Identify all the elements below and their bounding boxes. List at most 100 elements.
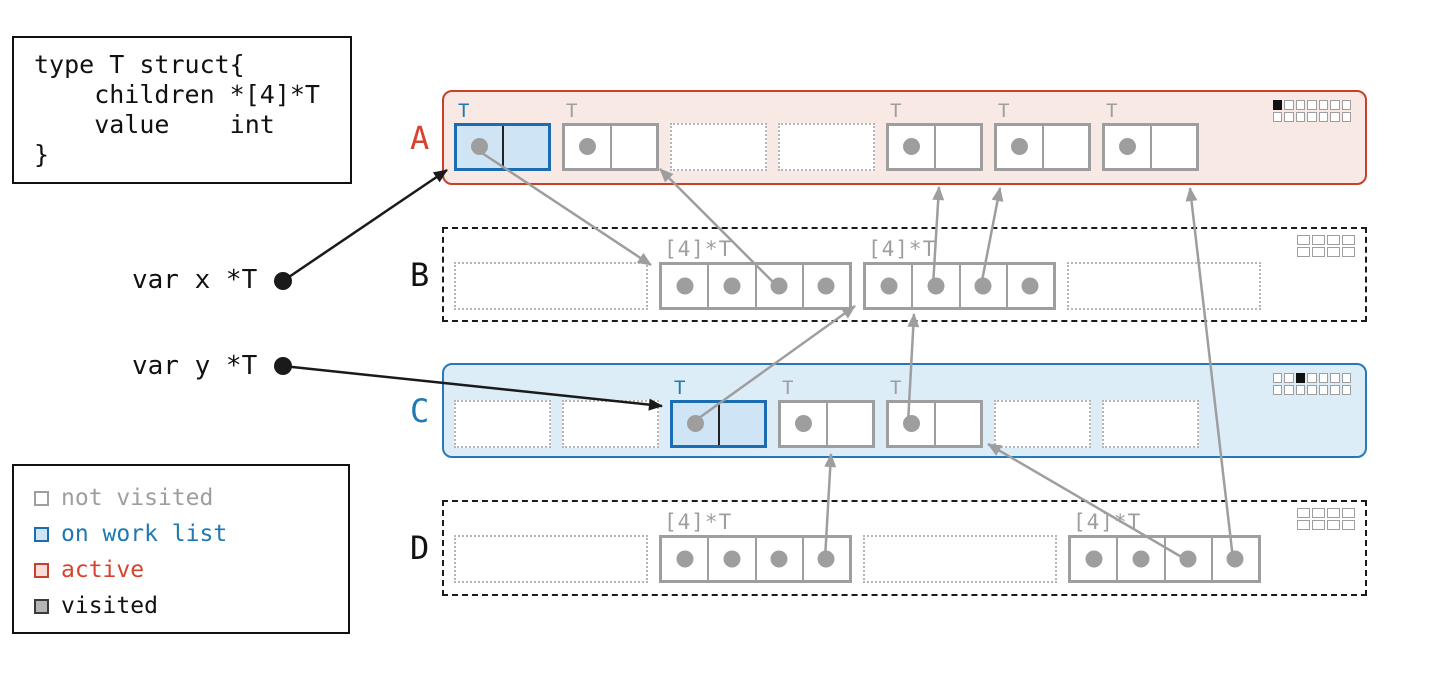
bitmap-cell <box>1330 112 1340 122</box>
array-cell <box>804 538 849 580</box>
variable-pointer-dot <box>274 357 292 375</box>
t-struct-box: T <box>778 377 875 448</box>
free-slot <box>454 535 648 583</box>
free-slot <box>863 535 1057 583</box>
children-pointer-dot <box>579 138 596 155</box>
array-cell <box>709 538 757 580</box>
bitmap-cell <box>1330 100 1340 110</box>
variable-pointer-dot <box>274 272 292 290</box>
free-slot <box>454 262 648 310</box>
array-cell <box>1008 265 1053 307</box>
t-struct-type-label: T <box>890 377 903 399</box>
t-struct-box: T <box>562 100 659 171</box>
memory-row-B: B [4]*T [4]*T <box>410 227 1367 322</box>
t-struct-type-label: T <box>782 377 795 399</box>
array-cell <box>709 265 757 307</box>
active-swatch-icon <box>34 562 49 578</box>
bitmap-cell <box>1341 100 1351 110</box>
legend-item-active: active <box>34 552 348 588</box>
t-struct-type-label: T <box>998 100 1011 122</box>
legend-label: visited <box>61 593 158 619</box>
array-cell <box>662 538 710 580</box>
bitmap-cell <box>1272 373 1282 383</box>
bitmap-cell <box>1342 520 1355 530</box>
array-type-label: [4]*T <box>664 510 733 534</box>
row-label-C: C <box>410 391 430 430</box>
field-divider <box>825 403 828 445</box>
t-struct-box: T <box>454 100 551 171</box>
children-pointer-dot <box>1011 138 1028 155</box>
bitmap-cell <box>1272 385 1282 395</box>
not-visited-swatch-icon <box>34 490 49 506</box>
legend-item-visited: visited <box>34 588 348 624</box>
pointer-dot <box>676 550 694 568</box>
children-pointer-dot <box>903 138 920 155</box>
array-cell <box>662 265 710 307</box>
bitmap-cell <box>1327 520 1340 530</box>
t-struct-box: T <box>886 100 983 171</box>
free-slot <box>778 123 875 171</box>
bitmap-cell <box>1342 508 1355 518</box>
field-divider <box>609 126 612 168</box>
pointer-dot <box>817 550 835 568</box>
pointer-dot <box>770 277 788 295</box>
var-y-label: var y *T <box>132 351 258 381</box>
on-work-list-swatch-icon <box>34 526 49 542</box>
row-label-A: A <box>410 118 430 157</box>
bitmap-cell <box>1297 235 1310 245</box>
bitmap-cell <box>1318 385 1328 395</box>
field-divider <box>717 403 720 445</box>
array-cell <box>804 265 849 307</box>
t-struct-type-label: T <box>674 377 687 399</box>
array-cell <box>961 265 1008 307</box>
legend-label: active <box>61 557 145 583</box>
array-cell <box>1166 538 1213 580</box>
pointer-dot <box>817 277 835 295</box>
bitmap-cell <box>1272 112 1282 122</box>
children-pointer-dot <box>903 415 920 432</box>
bitmap-cell <box>1284 112 1294 122</box>
children-pointer-dot <box>795 415 812 432</box>
free-slot <box>562 400 659 448</box>
array-cell <box>757 538 804 580</box>
code-line: value int <box>34 110 275 139</box>
free-slot <box>670 123 767 171</box>
pointer-dot <box>880 277 898 295</box>
bitmap-cell <box>1312 520 1325 530</box>
free-slot <box>994 400 1091 448</box>
t-struct-box: T <box>886 377 983 448</box>
bitmap-cell <box>1341 385 1351 395</box>
bitmap-cell <box>1284 100 1294 110</box>
bitmap-cell <box>1342 247 1355 257</box>
t-struct-type-label: T <box>566 100 579 122</box>
bitmap-cell <box>1312 247 1325 257</box>
bitmap-cell <box>1295 100 1305 110</box>
bitmap-cell <box>1312 235 1325 245</box>
pointer-array-box: [4]*T <box>1068 510 1261 583</box>
array-cell <box>1071 538 1119 580</box>
legend: not visited on work list active visited <box>12 464 350 634</box>
var-x-label: var x *T <box>132 265 258 295</box>
bitmap-cell-marked <box>1295 373 1305 383</box>
legend-label: on work list <box>61 521 228 547</box>
array-cell <box>757 265 804 307</box>
array-type-label: [4]*T <box>868 237 937 261</box>
bitmap-cell <box>1318 112 1328 122</box>
memory-row-D: D [4]*T[4]*T <box>410 500 1367 596</box>
code-line: children *[4]*T <box>34 80 320 109</box>
bitmap-cell <box>1327 508 1340 518</box>
pointer-dot <box>1226 550 1244 568</box>
bitmap-cell <box>1295 385 1305 395</box>
bitmap-cell <box>1341 112 1351 122</box>
bitmap-cell <box>1312 508 1325 518</box>
pointer-array-box: [4]*T <box>659 510 852 583</box>
pointer-dot <box>770 550 788 568</box>
bitmap-cell <box>1307 385 1317 395</box>
field-divider <box>933 403 936 445</box>
field-divider <box>501 126 504 168</box>
array-type-label: [4]*T <box>664 237 733 261</box>
row-label-B: B <box>410 255 430 294</box>
